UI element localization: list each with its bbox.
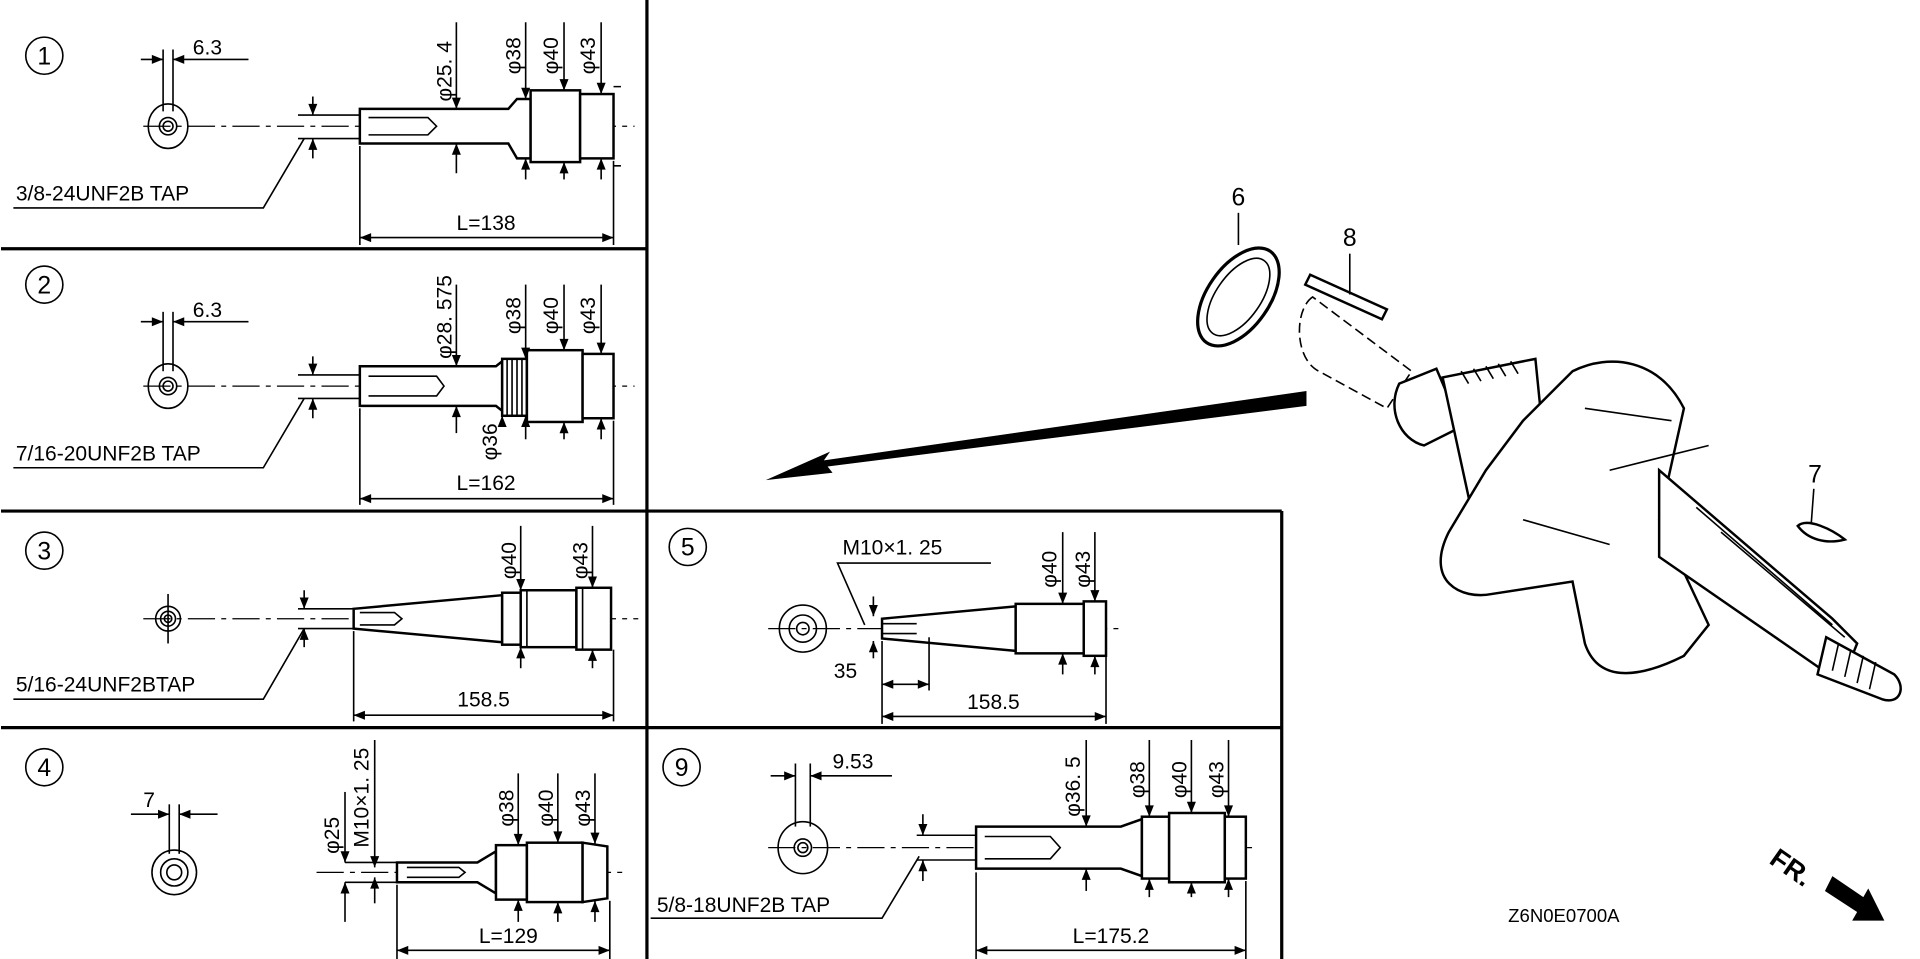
dim-d4: φ43 <box>572 790 595 827</box>
length-dim: L=175.2 <box>1073 925 1150 948</box>
dim-d1: φ36. 5 <box>1062 756 1085 816</box>
dim-d2: φ38 <box>503 297 526 334</box>
dim-d4: φ43 <box>570 542 593 579</box>
dim-d2: φ38 <box>503 37 526 74</box>
panel-number: 3 <box>37 538 51 565</box>
length-dim: L=138 <box>457 212 516 235</box>
panel-3: 3 5/16-24UNF2BTAP φ40 φ43 158.5 <box>13 525 639 722</box>
panel-4: 4 7 φ25 M10×1. 25 φ38 φ40 φ43 L=129 <box>24 739 626 959</box>
length-dim: 158.5 <box>967 691 1020 714</box>
key-width: 7 <box>143 789 155 812</box>
dim-d1: φ25. 4 <box>433 41 456 102</box>
offset-dim: 35 <box>834 660 857 683</box>
front-direction-indicator: FR. <box>1765 842 1885 921</box>
tap-spec: 5/8-18UNF2B TAP <box>657 894 830 917</box>
panel-2: 2 6.3 7/16-20UNF2B TAP φ28. 575 φ36 φ38 … <box>13 265 635 505</box>
dim-d1: φ25 <box>321 817 344 854</box>
callout-6: 6 <box>1232 184 1246 211</box>
oil-seal <box>1196 246 1281 348</box>
dim-d4: φ43 <box>1206 761 1229 798</box>
panel-1: 1 6.3 3/8-24UNF2B TAP φ25. 4 φ38 φ40 φ43… <box>13 22 635 246</box>
dim-d3: φ40 <box>1039 551 1062 588</box>
direction-arrow <box>765 391 1307 481</box>
length-dim: 158.5 <box>457 689 510 712</box>
woodruff-key <box>1796 521 1848 543</box>
figure-code: Z6N0E0700A <box>1508 905 1620 926</box>
dim-d3: φ40 <box>498 542 521 579</box>
tap-spec: 3/8-24UNF2B TAP <box>16 182 189 205</box>
dim-d4: φ43 <box>577 297 600 334</box>
key-width: 6.3 <box>193 299 222 322</box>
dim-d3: φ40 <box>535 790 558 827</box>
panel-number: 1 <box>37 43 51 70</box>
dim-d4: φ43 <box>1072 551 1095 588</box>
dim-d1: φ28. 575 <box>433 275 456 359</box>
key-width: 6.3 <box>193 36 222 59</box>
length-dim: L=162 <box>457 472 516 495</box>
crankshaft-illustration: 6 8 7 <box>765 184 1902 702</box>
dim-d4: φ43 <box>577 37 600 74</box>
panel-5: 5 M10×1. 25 φ40 φ43 35 158.5 <box>668 527 1121 724</box>
dim-d3: φ40 <box>540 297 563 334</box>
callout-7: 7 <box>1808 462 1822 489</box>
dim-d5: φ36 <box>479 423 502 460</box>
panel-number: 4 <box>37 755 51 782</box>
tap-spec: 7/16-20UNF2B TAP <box>16 442 201 465</box>
front-label: FR. <box>1765 842 1819 893</box>
key-width: 9.53 <box>833 750 874 773</box>
thread-spec: M10×1. 25 <box>351 748 374 848</box>
thread-spec: M10×1. 25 <box>842 536 942 559</box>
dim-d3: φ40 <box>540 37 563 74</box>
panel-number: 9 <box>675 755 689 782</box>
dim-d3: φ40 <box>1168 761 1191 798</box>
panel-number: 5 <box>681 535 695 562</box>
panel-number: 2 <box>37 272 51 299</box>
dim-d2: φ38 <box>495 790 518 827</box>
panel-grid <box>1 0 1284 959</box>
dim-d2: φ38 <box>1126 761 1149 798</box>
callout-8: 8 <box>1343 225 1357 252</box>
panel-9: 9 9.53 5/8-18UNF2B TAP φ36. 5 φ38 φ40 φ4… <box>650 739 1257 959</box>
front-arrow-icon <box>1824 876 1885 921</box>
key-part <box>1303 273 1389 321</box>
tap-spec: 5/16-24UNF2BTAP <box>16 674 195 697</box>
length-dim: L=129 <box>479 925 538 948</box>
